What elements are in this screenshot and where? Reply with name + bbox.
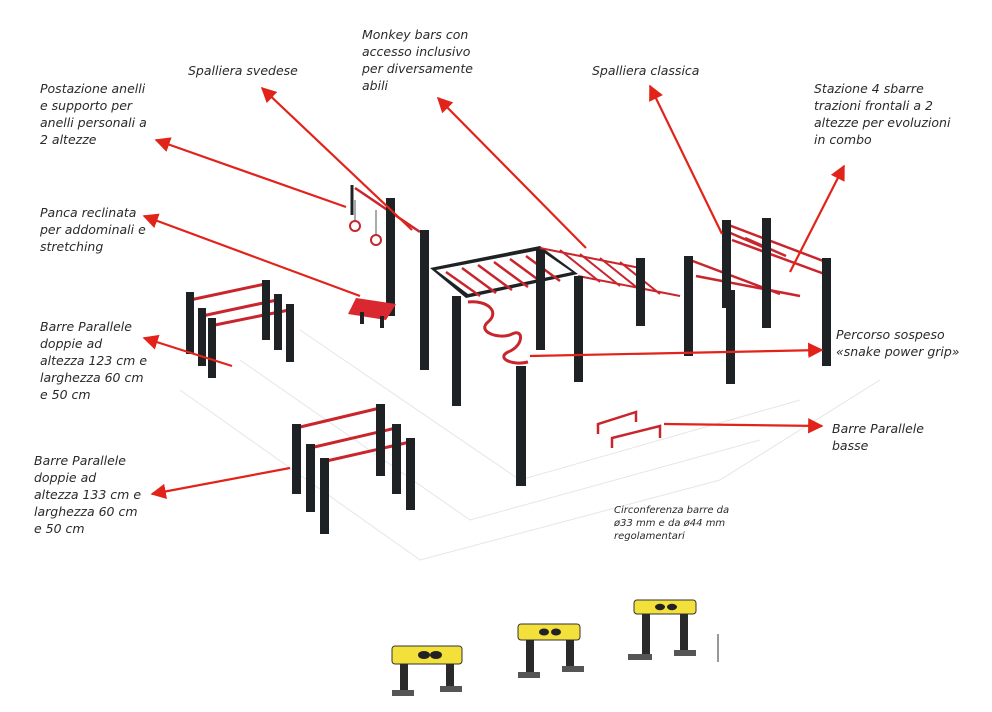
label-monkey-bars: Monkey bars con accesso inclusivo per di…	[362, 27, 473, 93]
arrow-spalliera-classica	[649, 84, 723, 235]
floor-shadow	[179, 329, 881, 561]
stepper-3	[628, 599, 719, 662]
arrow-postazione-anelli	[154, 137, 347, 209]
arrow-snake	[529, 342, 824, 358]
parallel-bars-133	[292, 404, 415, 534]
parallel-bars-123	[186, 280, 294, 378]
arrow-panca-reclinata	[142, 213, 361, 298]
ring-station	[349, 185, 421, 316]
reclined-bench	[348, 298, 396, 328]
label-barre-parallele-basse: Barre Parallele basse	[832, 421, 924, 453]
label-percorso-sospeso: Percorso sospeso «snake power grip»	[836, 327, 960, 359]
arrow-monkey-bars	[436, 96, 587, 249]
label-barre-parallele-133: Barre Parallele doppie ad altezza 133 cm…	[34, 453, 142, 536]
stepper-2	[517, 623, 584, 678]
arrow-spalliera-svedese	[260, 86, 413, 231]
pullup-station	[684, 218, 831, 384]
arrow-barre-basse	[663, 418, 824, 434]
arrow-stazione-4-sbarre	[789, 164, 845, 273]
low-parallel-bars	[596, 410, 662, 448]
label-stazione-4-sbarre: Stazione 4 sbarre trazioni frontali a 2 …	[814, 81, 951, 147]
label-spalliera-classica: Spalliera classica	[592, 63, 700, 78]
label-circonferenza: Circonferenza barre da ø33 mm e da ø44 m…	[614, 505, 730, 542]
label-panca-reclinata: Panca reclinata per addominali e stretch…	[40, 205, 146, 254]
stepper-1	[391, 645, 463, 696]
label-spalliera-svedese: Spalliera svedese	[188, 63, 298, 78]
label-postazione-anelli: Postazione anelli e supporto per anelli …	[40, 81, 147, 147]
monkey-bars-rig	[420, 230, 681, 486]
label-barre-parallele-123: Barre Parallele doppie ad altezza 123 cm…	[40, 319, 148, 402]
callout-arrows	[142, 84, 845, 500]
arrow-barre-133	[150, 466, 291, 500]
arrow-barre-123	[142, 334, 233, 368]
